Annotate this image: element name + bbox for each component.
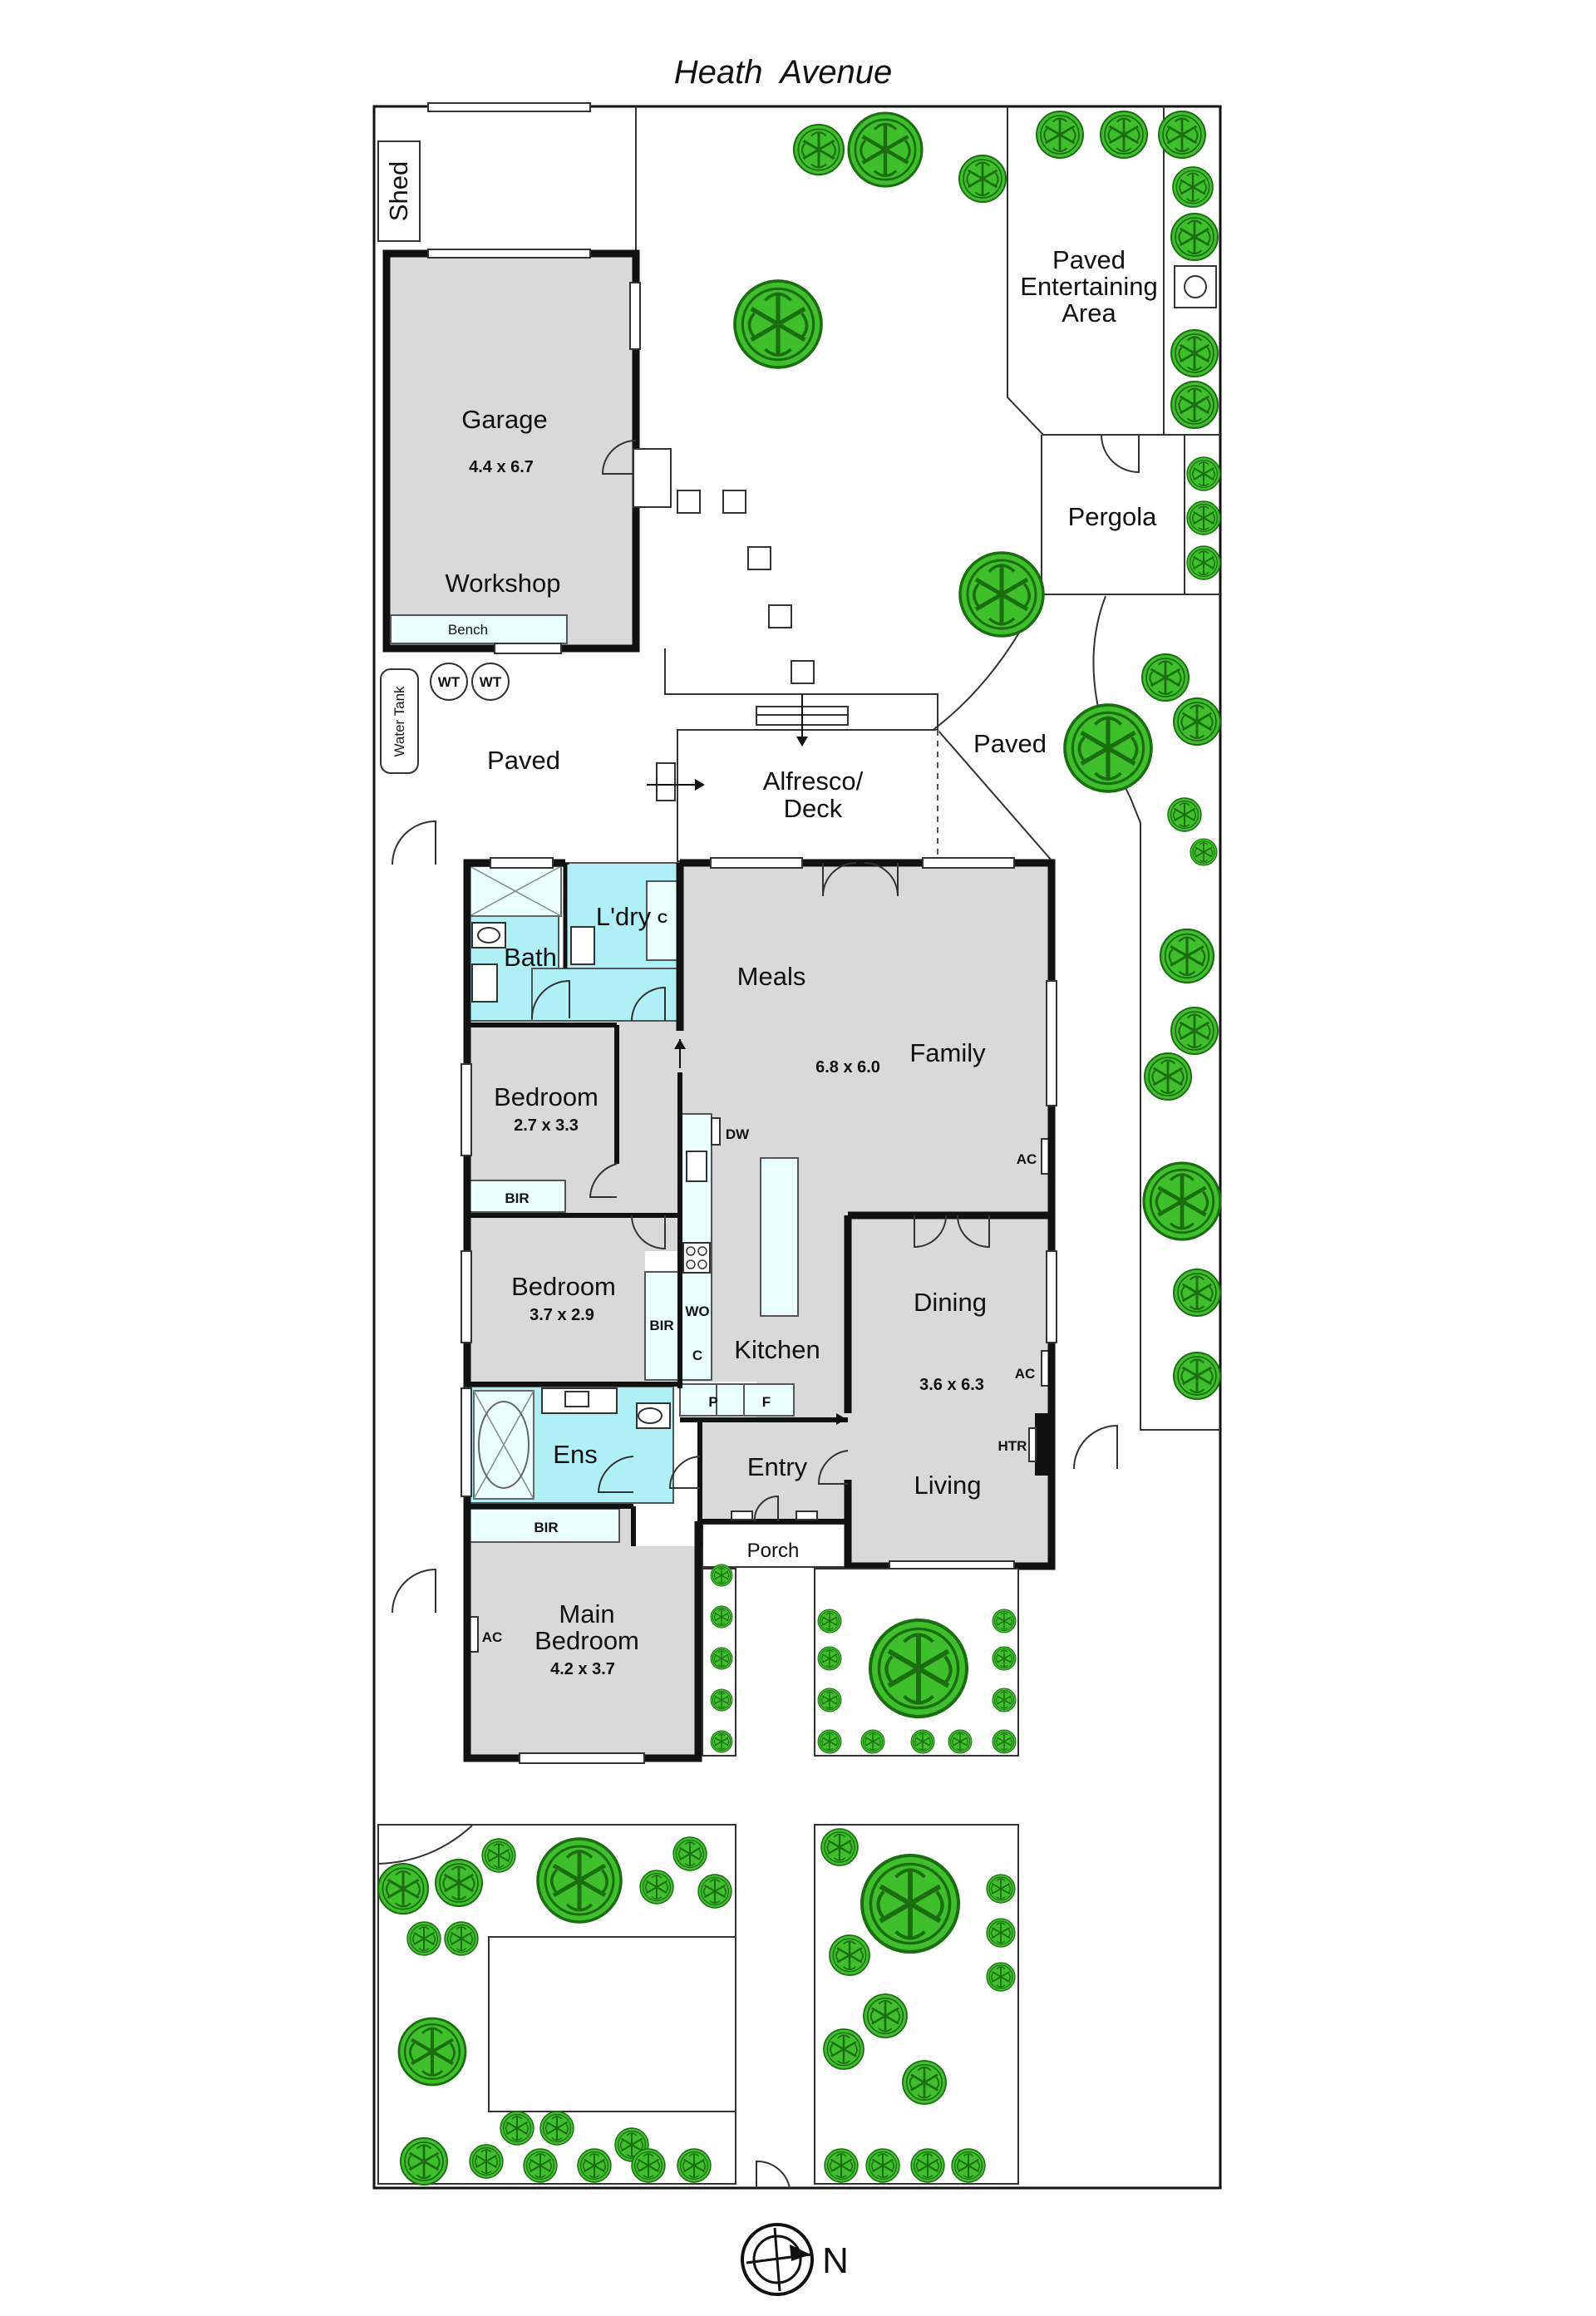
water-tank bbox=[380, 668, 419, 774]
side-gate bbox=[392, 1568, 436, 1614]
lawn bbox=[488, 1936, 736, 2112]
ac-label: AC bbox=[1017, 1151, 1037, 1167]
main-bedroom-dimensions: 4.2 x 3.7 bbox=[550, 1660, 615, 1678]
family-dimensions: 6.8 x 6.0 bbox=[815, 1058, 880, 1077]
cooktop bbox=[682, 1242, 711, 1274]
front-gate bbox=[427, 102, 591, 112]
internal-walls bbox=[467, 863, 848, 1546]
kitchen-island bbox=[760, 1157, 799, 1317]
windows bbox=[461, 857, 1057, 1764]
bir-label: BIR bbox=[534, 1520, 558, 1535]
main-bedroom-label: Bedroom bbox=[534, 1626, 639, 1655]
alfresco-label: Alfresco/ bbox=[763, 766, 864, 796]
heater bbox=[1035, 1413, 1050, 1476]
pantry-label: P bbox=[708, 1394, 717, 1410]
ac-label: AC bbox=[1015, 1366, 1036, 1382]
main-bedroom-label: Main bbox=[559, 1599, 614, 1629]
workshop-label: Workshop bbox=[446, 569, 561, 598]
c-label: C bbox=[692, 1348, 702, 1363]
entry bbox=[700, 1420, 848, 1520]
wt-label: WT bbox=[480, 674, 502, 690]
dining-label: Dining bbox=[914, 1288, 987, 1317]
deck-side-step bbox=[656, 762, 676, 801]
paved-label: Paved bbox=[487, 746, 560, 775]
stepping-stone bbox=[791, 660, 815, 684]
fridge-space bbox=[743, 1383, 795, 1417]
bedroom2-dimensions: 2.7 x 3.3 bbox=[514, 1116, 579, 1135]
fridge-label: F bbox=[762, 1394, 771, 1410]
garage-window bbox=[629, 282, 641, 350]
dw-label: DW bbox=[726, 1126, 750, 1142]
paved-entertaining-label: Entertaining bbox=[1020, 272, 1157, 301]
front-gate bbox=[756, 2160, 791, 2189]
bedroom2-robe bbox=[469, 1180, 566, 1213]
htr-label: HTR bbox=[998, 1438, 1027, 1454]
garage-label: Garage bbox=[461, 405, 547, 434]
hall-wet bbox=[531, 968, 681, 1022]
alfresco-label: Deck bbox=[784, 794, 843, 823]
side-gate bbox=[392, 820, 436, 865]
kitchen-label: Kitchen bbox=[734, 1335, 820, 1364]
laundry-cupboard bbox=[646, 880, 679, 961]
ac-label: AC bbox=[482, 1629, 503, 1645]
stepping-stone bbox=[768, 604, 792, 628]
garage-door bbox=[427, 249, 591, 259]
kitchen-sink bbox=[686, 1151, 707, 1182]
pergola-label: Pergola bbox=[1068, 502, 1158, 531]
bir-label: BIR bbox=[649, 1318, 673, 1333]
paved-entertaining-area bbox=[1007, 106, 1220, 436]
street-name: Heath Avenue bbox=[674, 54, 892, 91]
bbq bbox=[1174, 265, 1217, 308]
doors bbox=[531, 862, 990, 1522]
entry-label: Entry bbox=[747, 1452, 808, 1481]
shed-label: Shed bbox=[384, 161, 413, 221]
bir-label: BIR bbox=[505, 1190, 529, 1206]
water-tank-round bbox=[471, 663, 510, 701]
paved-entertaining-label: Paved bbox=[1052, 245, 1126, 274]
ensuite-label: Ens bbox=[553, 1440, 597, 1469]
dining-dimensions: 3.6 x 6.3 bbox=[919, 1376, 984, 1394]
bath-vanity bbox=[471, 963, 498, 1003]
north-arrow bbox=[741, 2223, 814, 2296]
bedroom-3 bbox=[467, 1215, 645, 1382]
paved-label: Paved bbox=[973, 729, 1047, 758]
garage-side-door bbox=[601, 440, 637, 475]
laundry-label: L'dry bbox=[596, 902, 652, 931]
water-tank-round bbox=[430, 663, 468, 701]
stepping-stone bbox=[747, 546, 771, 570]
side-gate bbox=[1073, 1424, 1118, 1470]
hallway bbox=[617, 1018, 680, 1251]
bath-label: Bath bbox=[504, 943, 557, 972]
alfresco-deck bbox=[677, 729, 938, 862]
north-label: N bbox=[822, 2240, 849, 2281]
bedroom3-robe bbox=[644, 1271, 679, 1381]
water-tank-label: Water Tank bbox=[392, 686, 407, 757]
wo-label: WO bbox=[685, 1303, 709, 1319]
workshop-window bbox=[494, 643, 562, 654]
laundry-cupboard-label: C bbox=[658, 910, 667, 926]
garage-dimensions: 4.4 x 6.7 bbox=[469, 458, 534, 476]
shed bbox=[377, 140, 421, 242]
bedroom3-dimensions: 3.7 x 2.9 bbox=[530, 1306, 594, 1324]
wt-label: WT bbox=[438, 674, 461, 690]
stepping-stone bbox=[722, 490, 746, 514]
bedroom3-label: Bedroom bbox=[511, 1272, 616, 1301]
stepping-stone bbox=[677, 490, 701, 514]
bedroom2-label: Bedroom bbox=[494, 1082, 598, 1111]
laundry-tub bbox=[570, 926, 595, 965]
workbench bbox=[390, 614, 568, 644]
main-bedroom bbox=[467, 1506, 698, 1758]
dining-living bbox=[848, 1215, 1052, 1566]
family-label: Family bbox=[909, 1038, 986, 1067]
dishwasher bbox=[711, 1117, 721, 1146]
living-label: Living bbox=[914, 1471, 982, 1500]
bench-label: Bench bbox=[448, 622, 488, 638]
meals-label: Meals bbox=[737, 962, 806, 991]
paved-entertaining-label: Area bbox=[1062, 298, 1116, 328]
porch-label: Porch bbox=[747, 1540, 800, 1562]
